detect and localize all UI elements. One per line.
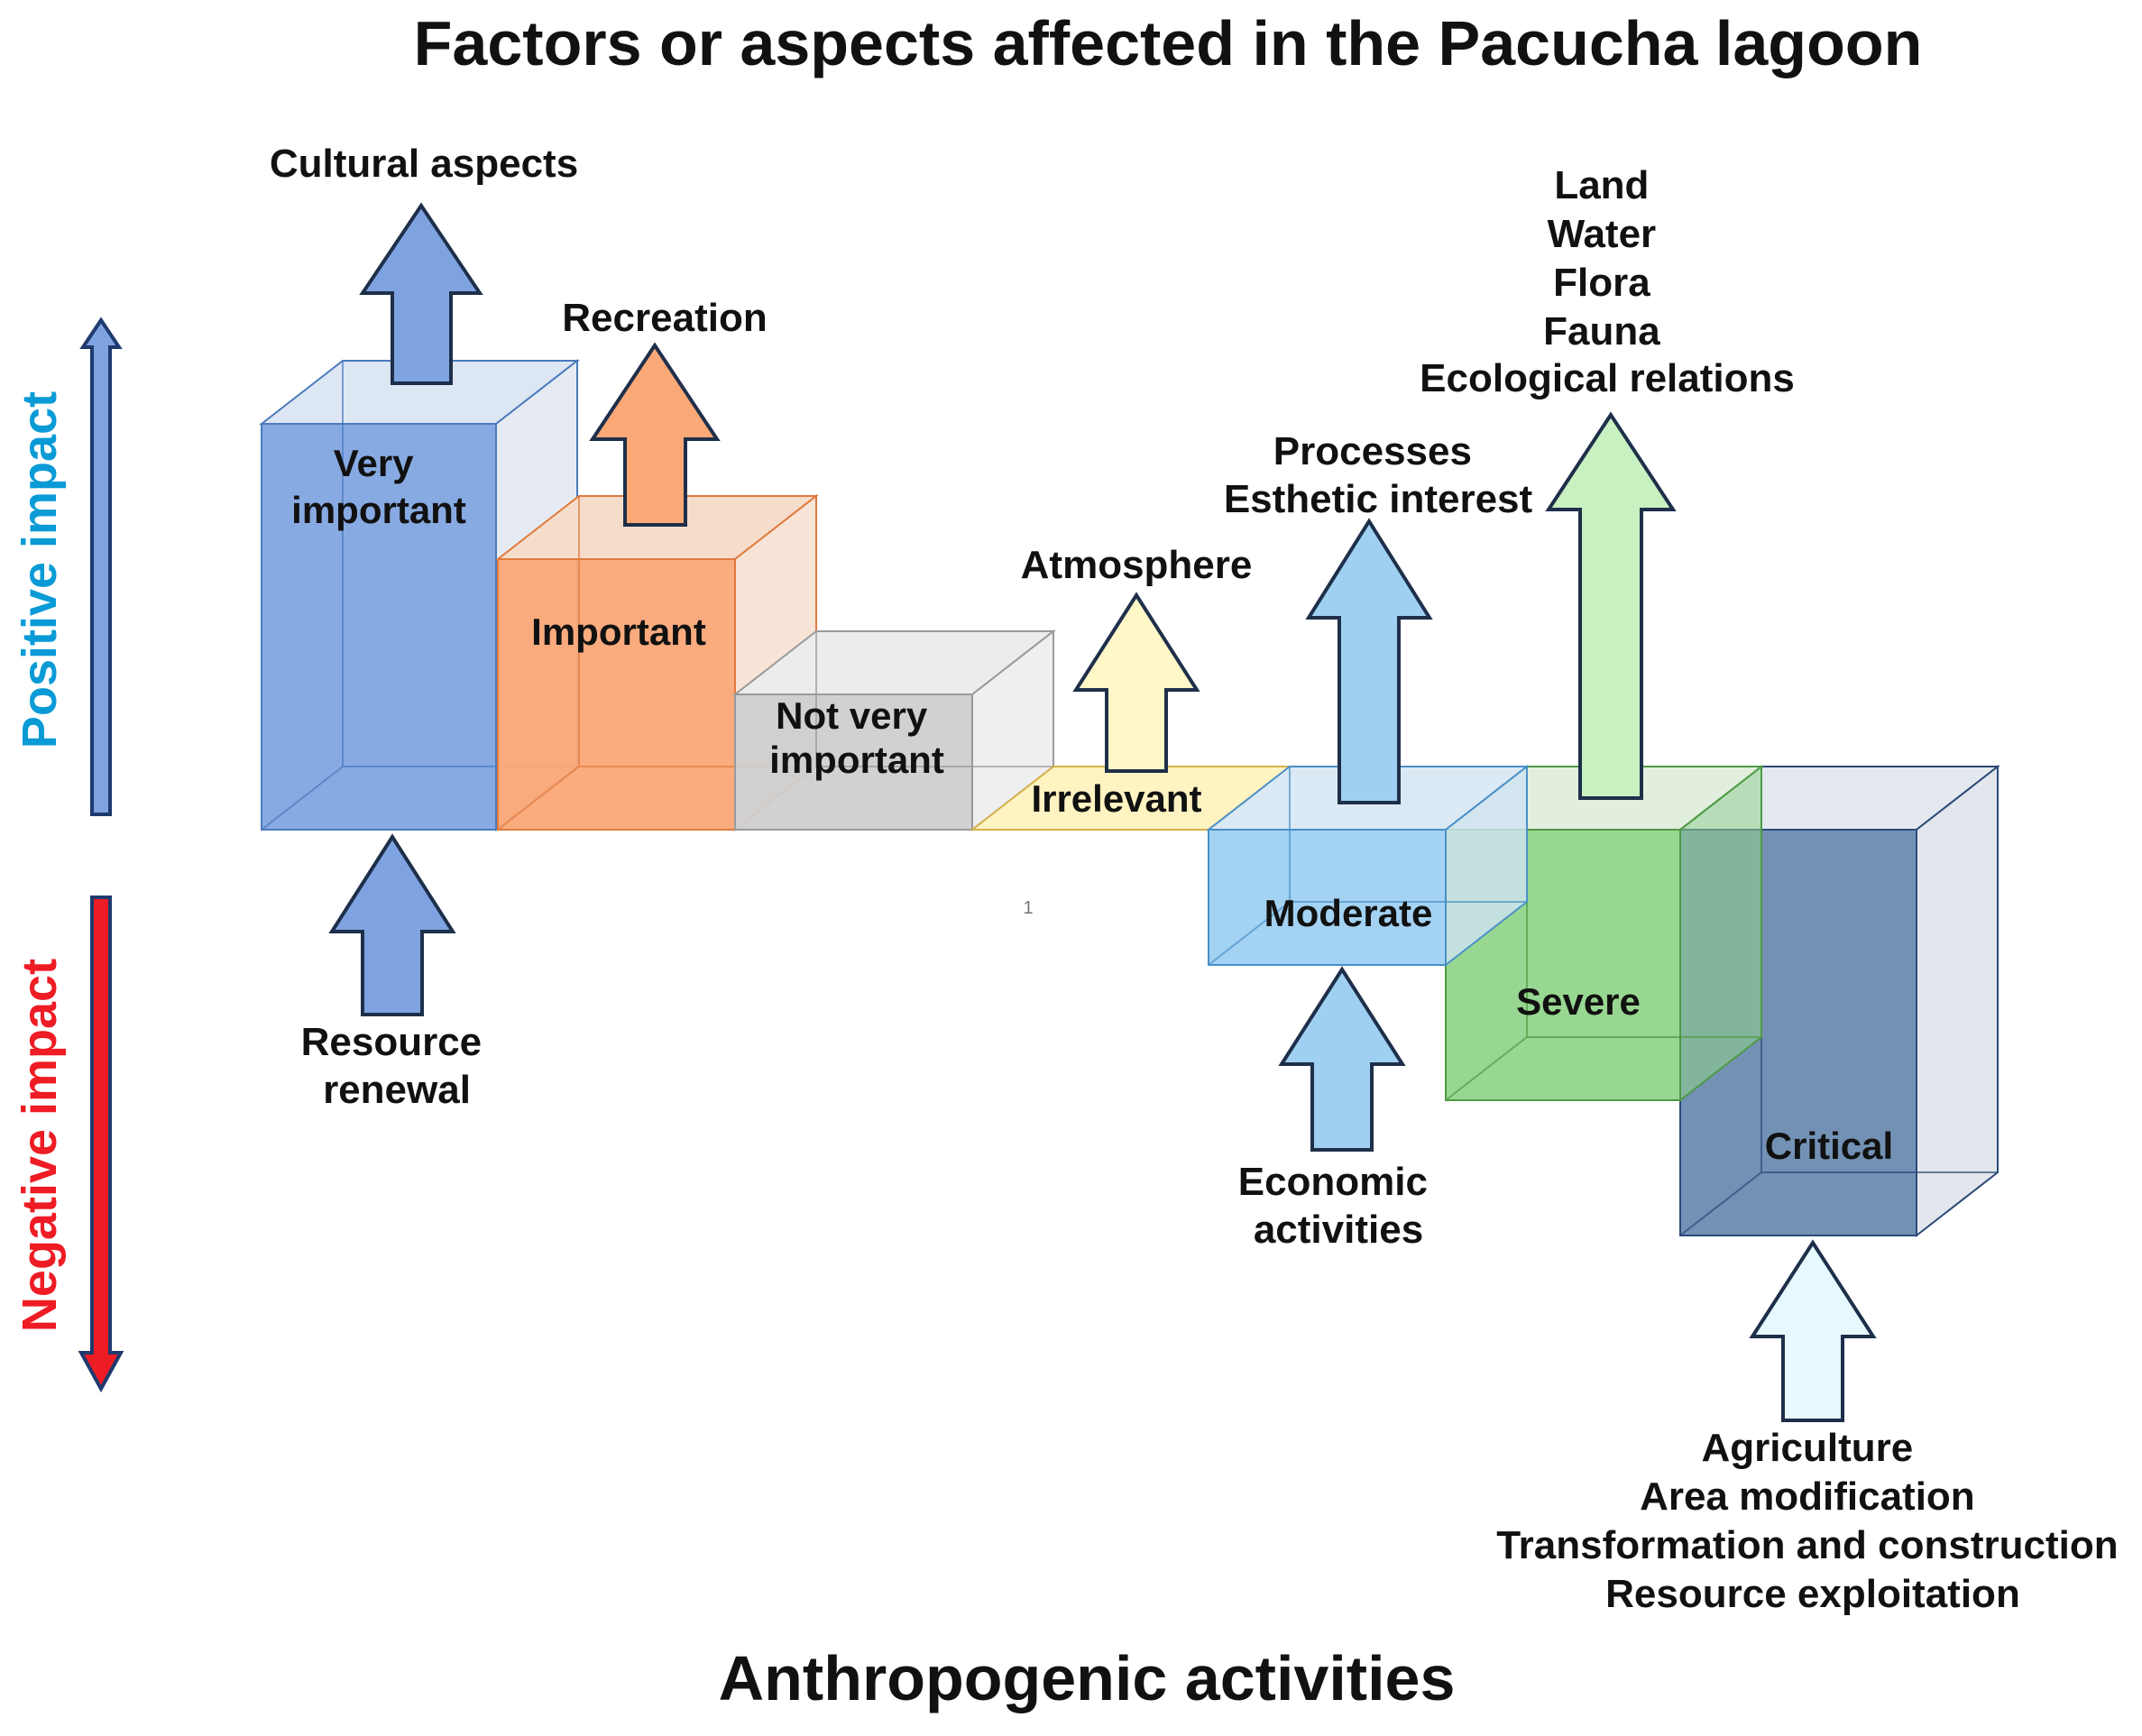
label-important: Important [531, 611, 706, 653]
cube-not-very-important [732, 629, 1056, 832]
factor-processes: Processes Esthetic interest [1224, 429, 1533, 521]
label-severe: Severe [1516, 980, 1641, 1023]
factor-atmosphere: Atmosphere [1021, 543, 1253, 587]
negative-impact-label: Negative impact [13, 959, 67, 1332]
factor-recreation: Recreation [562, 296, 767, 340]
arrow-economic [1278, 966, 1406, 1152]
arrow-atmosphere [1072, 592, 1200, 773]
negative-impact-arrow [78, 896, 124, 1393]
factor-agriculture-group: Agriculture Area modification Transforma… [1496, 1426, 2129, 1616]
factor-economic: Economic activities [1238, 1160, 1439, 1252]
positive-impact-arrow [79, 317, 123, 816]
arrow-recreation [589, 342, 721, 527]
arrow-cultural [359, 202, 483, 385]
label-not-very-important: Not very important [769, 694, 944, 781]
arrow-processes [1305, 518, 1433, 804]
factor-cultural: Cultural aspects [270, 142, 578, 186]
label-very-important: Very important [291, 442, 466, 531]
label-irrelevant: Irrelevant [1031, 777, 1201, 820]
arrow-resource-renewal [328, 833, 456, 1016]
footer-label: Anthropogenic activities [719, 1643, 1456, 1713]
arrow-agriculture-group [1749, 1239, 1877, 1422]
positive-impact-label: Positive impact [13, 391, 67, 749]
label-moderate: Moderate [1264, 892, 1433, 934]
arrow-land-group [1545, 411, 1677, 800]
marker-number: 1 [1023, 898, 1033, 918]
factor-resource-renewal: Resource renewal [301, 1020, 493, 1112]
diagram-title: Factors or aspects affected in the Pacuc… [414, 8, 1923, 78]
label-critical: Critical [1765, 1125, 1893, 1167]
factor-land-group: Land Water Flora Fauna Ecological relati… [1420, 163, 1795, 400]
